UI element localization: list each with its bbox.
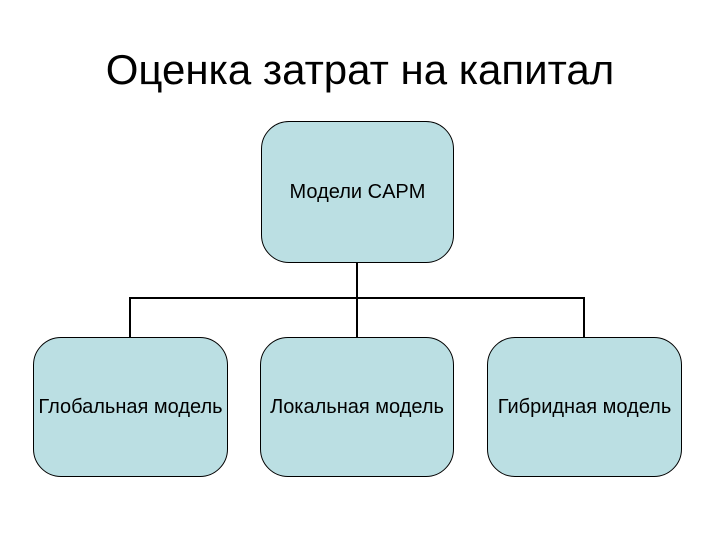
diagram-node-local-model: Локальная модель	[260, 337, 454, 477]
connector-left-drop	[129, 297, 131, 338]
diagram-node-hybrid-model-label: Гибридная модель	[497, 395, 672, 418]
connector-root-stem	[356, 262, 358, 338]
slide-title: Оценка затрат на капитал	[105, 46, 615, 93]
connector-horizontal-bar	[129, 297, 585, 299]
diagram-node-global-model-label: Глобальная модель	[38, 395, 223, 418]
diagram-node-hybrid-model: Гибридная модель	[487, 337, 682, 477]
diagram-node-global-model: Глобальная модель	[33, 337, 228, 477]
diagram-node-local-model-label: Локальная модель	[270, 395, 444, 418]
diagram-node-root: Модели CAPM	[261, 121, 454, 263]
diagram-node-root-label: Модели CAPM	[289, 180, 426, 203]
connector-right-drop	[583, 297, 585, 338]
